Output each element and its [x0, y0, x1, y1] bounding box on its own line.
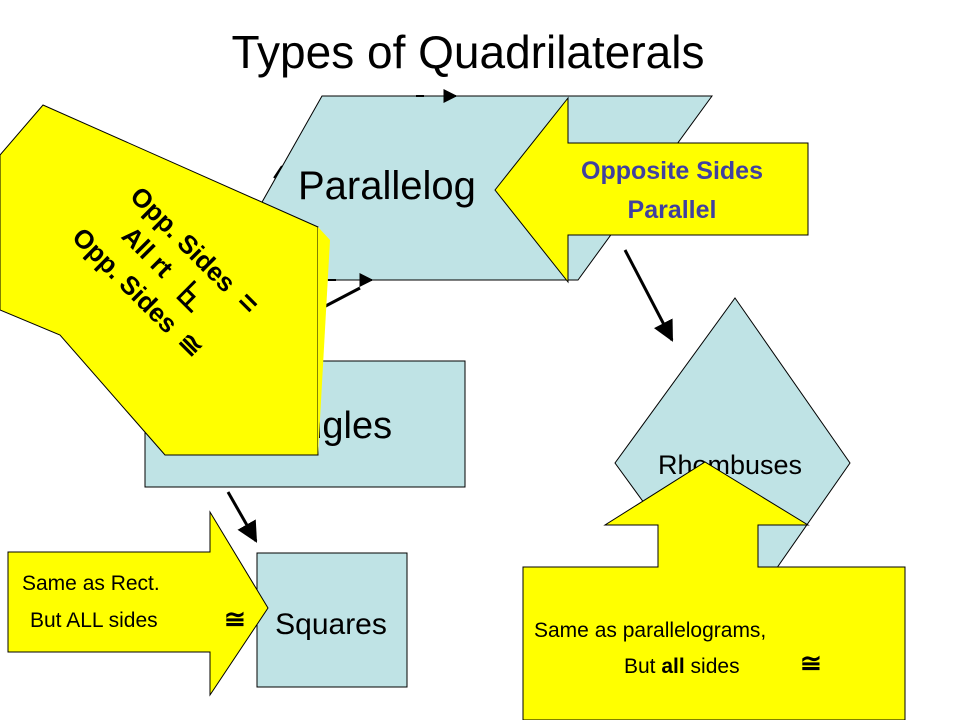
rhombus-callout-line2-prefix: But — [624, 655, 661, 678]
parallel-callout-arrow — [494, 96, 809, 284]
squares-shape — [256, 552, 408, 688]
square-callout-line1: Same as Rect. — [22, 572, 160, 595]
rhombus-callout-line2-bold: all — [661, 655, 684, 678]
rhombus-callout-line2-suffix: sides — [685, 655, 740, 678]
rhombus-callout-arrow — [522, 461, 906, 720]
squares-label: Squares — [275, 608, 387, 641]
rhombus-callout-line2: But all sides — [624, 655, 740, 678]
rhombus-callout-symbol: ≅ — [800, 648, 822, 678]
page-title: Types of Quadrilaterals — [231, 26, 704, 78]
parallel-tick-left — [273, 165, 283, 179]
rhombus-callout-line1: Same as parallelograms, — [534, 619, 766, 642]
square-callout-line2: But ALL sides — [30, 609, 158, 632]
parallelogram-label: Parallelog — [298, 164, 476, 208]
rhombuses-label: Rhombuses — [658, 450, 802, 480]
arrow-rectangles-to-squares — [226, 491, 258, 543]
rectangle-callout-arrow — [0, 104, 319, 456]
square-callout-symbol: ≅ — [224, 604, 246, 634]
right-angle-icon — [176, 280, 197, 314]
arrow-parallelogram-to-rhombus — [623, 249, 674, 342]
square-callout-arrow — [7, 510, 269, 697]
parallel-callout-line1: Opposite Sides — [581, 157, 763, 185]
rectangle-callout-arrow-head — [318, 227, 330, 455]
parallel-callout-line2: Parallel — [628, 196, 717, 224]
